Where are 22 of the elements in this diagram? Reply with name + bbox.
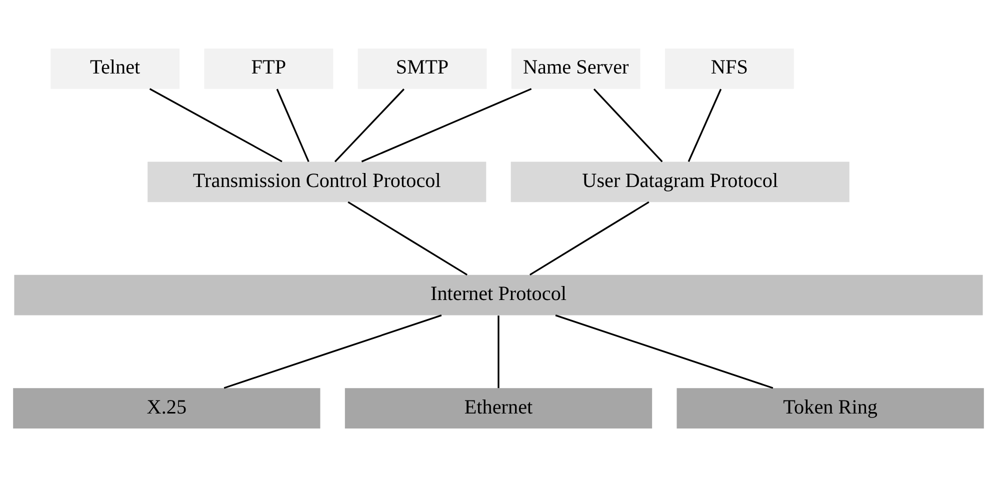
node-box: Ethernet [344,388,652,429]
node-box: Internet Protocol [14,274,983,316]
connector [555,314,774,389]
node-box: X.25 [13,388,320,429]
connector [224,314,442,389]
connector [149,88,282,162]
node-box: Name Server [511,48,640,89]
connector [348,201,468,276]
connector [529,201,650,276]
connector [361,88,532,162]
connector [334,88,405,162]
node-box: NFS [664,48,794,89]
connector [498,316,500,388]
node-box: Telnet [50,48,180,89]
connector [276,88,310,162]
connector [688,88,722,162]
node-box: FTP [204,48,334,89]
node-box: User Datagram Protocol [510,162,850,202]
node-box: Token Ring [676,388,984,429]
node-box: SMTP [358,48,487,89]
connector [593,88,663,162]
node-box: Transmission Control Protocol [148,162,486,202]
